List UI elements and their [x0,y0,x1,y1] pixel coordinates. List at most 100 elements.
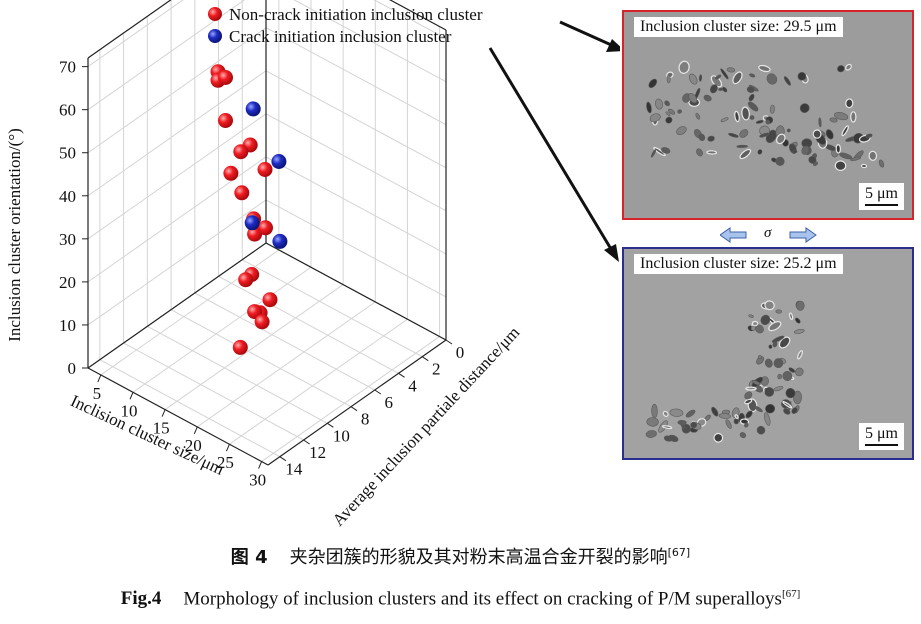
bottom-particle-b-11 [725,419,732,429]
non-crack-point-6 [223,165,239,181]
z-tick-mark-6 [421,356,429,362]
scale-line-bottom [864,444,898,446]
axis-edge-1 [267,339,447,466]
grid-line-floor-z-3 [170,309,352,408]
bottom-particle-b-25 [661,425,673,430]
top-particle-b-15 [801,145,810,155]
top-particle-41 [755,120,764,124]
x-tick-mark-4 [225,444,230,452]
x-tick-label-0: 5 [93,384,102,403]
z-tick-mark-5 [398,372,405,378]
z-tick-mark-3 [350,406,358,412]
non-crack-point-3 [218,113,233,128]
bottom-particle-28 [775,309,783,314]
top-particle-b-16 [775,133,786,145]
top-particle-48 [678,60,690,74]
bottom-particle-7 [792,390,803,405]
grid-line-floor-z-4 [194,292,376,391]
top-particle-b-17 [775,156,785,166]
top-particle-55 [698,133,706,142]
z-tick-label-2: 10 [333,426,350,445]
y-tick-label-2: 20 [59,273,76,292]
legend-marker-crack [208,29,222,43]
bottom-particle-b-4 [645,430,657,438]
bottom-particle-b-34 [713,432,724,443]
bottom-particle-45 [789,312,794,320]
inclusion-particles-top [646,60,885,172]
top-particle-15 [676,126,687,136]
axis-edge-0 [87,367,269,466]
caption-cn-text: 夹杂团簇的形貌及其对粉末高温合金开裂的影响 [289,547,668,568]
bottom-particle-34 [748,314,754,318]
legend-marker-non-crack [208,7,222,21]
top-particle-b-7 [759,132,770,138]
bottom-particle-26 [764,358,773,368]
z-tick-label-5: 4 [408,376,417,395]
bottom-particle-20 [795,317,801,324]
top-particle-29 [650,149,657,158]
bottom-particle-b-2 [756,425,766,435]
top-particle-26 [850,111,857,123]
top-particle-76 [722,86,728,93]
top-particle-b-28 [839,152,853,160]
top-particle-b-21 [860,163,868,169]
top-particle-17 [677,109,682,114]
x-tick-label-4: 25 [217,453,234,472]
top-particle-b-29 [865,133,873,139]
sem-image-non-crack: Inclusion cluster size: 29.5 μm 5 μm [622,10,914,220]
top-particle-68 [649,113,661,123]
top-particle-51 [698,74,703,82]
z-tick-label-3: 8 [361,410,370,429]
bottom-particle-18 [764,300,775,311]
bottom-particle-15 [778,336,791,349]
top-particle-b-26 [812,129,822,139]
z-tick-mark-0 [279,456,287,462]
top-particle-78 [665,116,673,124]
y-tick-label-4: 40 [59,187,76,206]
bottom-particle-38 [794,367,804,377]
y-tick-label-0: 0 [68,359,77,378]
top-particle-b-23 [835,144,842,154]
grid-line-floor-x-4 [229,318,408,445]
top-particle-59 [758,64,771,73]
caption-en-text: Morphology of inclusion clusters and its… [183,588,782,610]
top-particle-3 [653,146,666,157]
stress-direction-indicator: σ [720,225,820,244]
non-crack-point-10 [258,220,273,236]
x-tick-mark-0 [97,374,102,383]
non-crack-point-17 [254,314,270,330]
legend-label-crack: Crack initiation inclusion cluster [229,27,452,46]
x-tick-mark-2 [161,409,166,417]
top-particle-37 [688,73,698,85]
top-particle-39 [766,73,778,85]
crack-point-3 [272,233,288,249]
top-particle-32 [746,86,755,93]
legend-label-non-crack: Non-crack initiation inclusion cluster [229,5,483,24]
top-particle-b-2 [868,150,878,161]
bottom-particle-53 [782,400,793,409]
bottom-particle-21 [785,388,796,399]
grid-line-floor-x-3 [196,301,376,428]
z-tick-mark-1 [303,439,310,445]
y-axis-label: Inclusion cluster orientation/(°) [5,128,24,342]
top-particle-1 [829,117,838,123]
bottom-particle-b-33 [651,403,658,419]
caption-cn-ref: [67] [667,546,691,559]
top-particle-71 [707,135,715,142]
z-tick-label-6: 2 [432,360,441,379]
bottom-particle-b-32 [734,414,739,420]
x-tick-mark-5 [258,461,263,469]
pointer-arrows [488,20,620,262]
top-particle-14 [769,104,775,114]
top-particle-50 [706,150,718,155]
bottom-particle-27 [757,355,762,359]
bottom-particle-49 [772,341,778,348]
non-crack-point-7 [234,185,250,201]
bottom-particle-b-6 [646,417,659,427]
bottom-particle-b-24 [669,408,684,417]
bottom-particle-b-15 [662,410,669,417]
top-particle-44 [818,117,822,128]
bottom-particle-13 [765,403,776,414]
